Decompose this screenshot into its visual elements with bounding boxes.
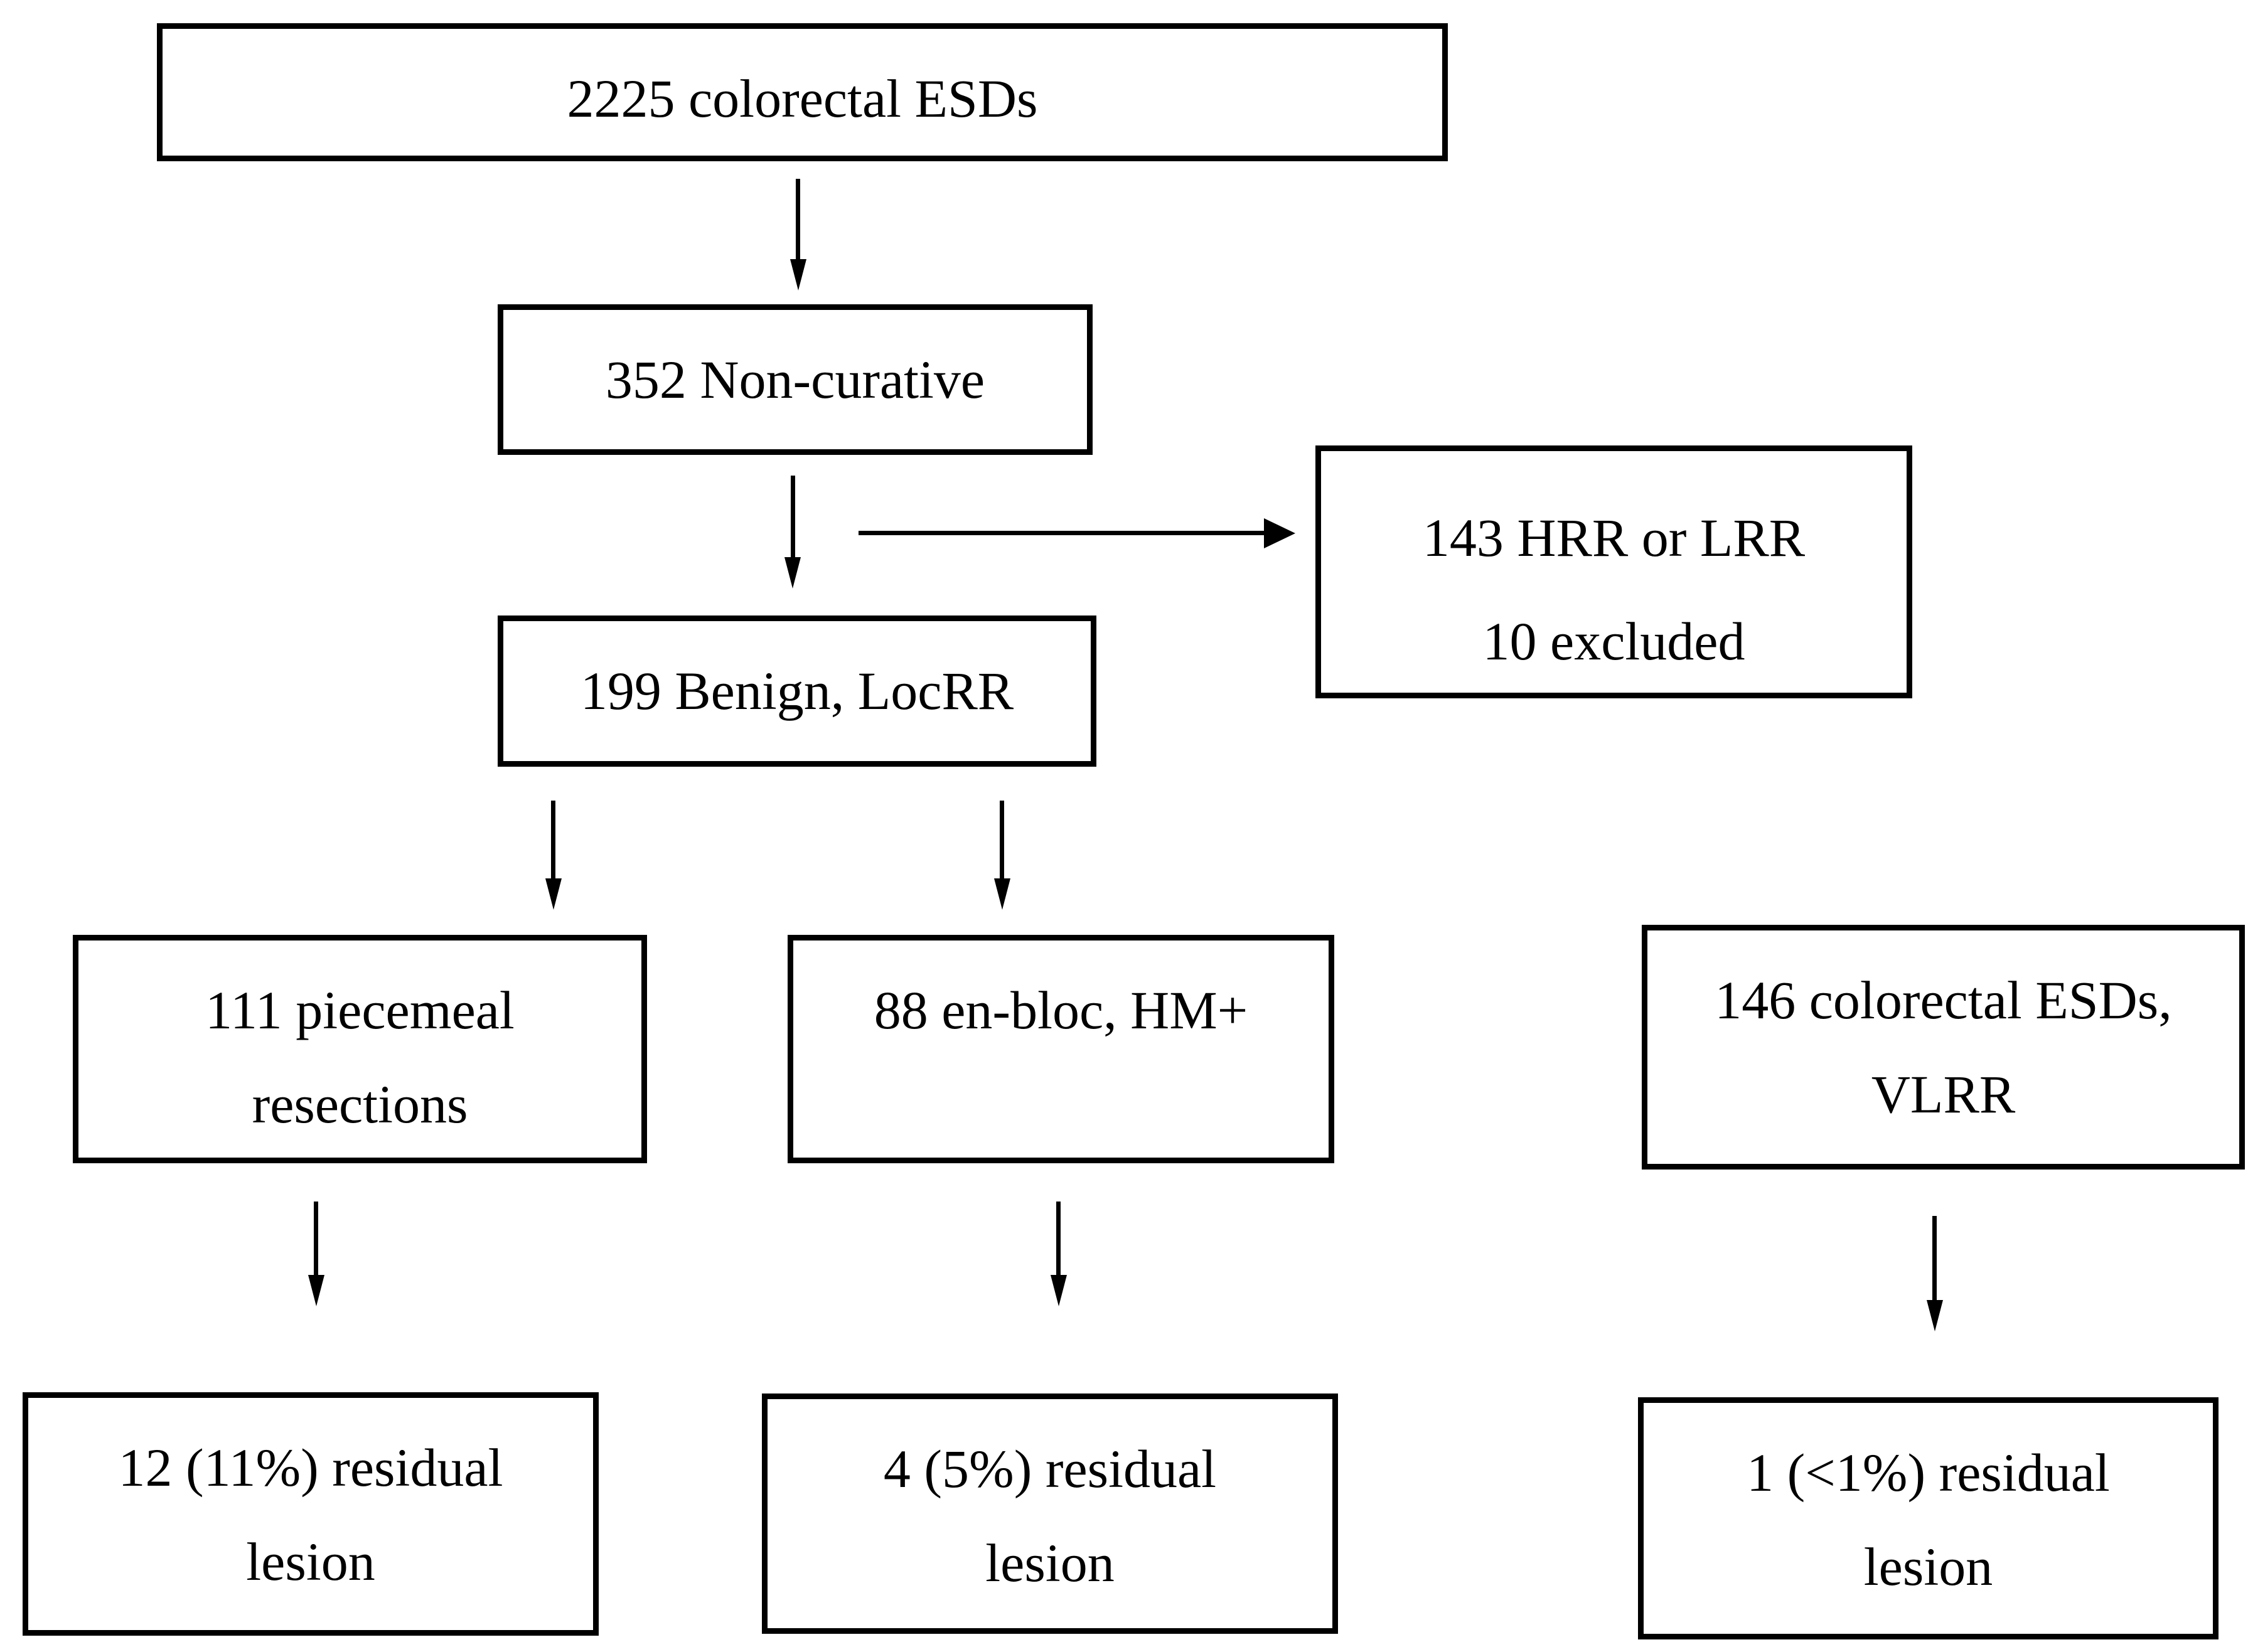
box-piecemeal-residual: 12 (11%) residual lesion xyxy=(23,1392,599,1636)
box-hrr-lrr-excluded-line1: 143 HRR or LRR xyxy=(1422,508,1806,568)
arrow-enbloc-to-residual-head xyxy=(1051,1275,1067,1306)
box-piecemeal-line2: resections xyxy=(252,1074,468,1134)
arrow-noncurative-to-benign-head xyxy=(784,557,801,589)
box-enbloc-residual: 4 (5%) residual lesion xyxy=(762,1394,1338,1634)
box-hrr-lrr-excluded-line2: 10 excluded xyxy=(1482,611,1745,671)
box-vlrr-residual: 1 (<1%) residual lesion xyxy=(1638,1397,2219,1639)
arrow-benign-to-piecemeal-shaft xyxy=(551,801,555,880)
arrow-total-to-noncurative-head xyxy=(790,259,806,290)
arrow-noncurative-to-hrr-shaft xyxy=(859,531,1265,535)
box-total-esds: 2225 colorectal ESDs xyxy=(157,23,1448,161)
arrow-piecemeal-to-residual-head xyxy=(308,1275,324,1306)
box-vlrr-line1: 146 colorectal ESDs, xyxy=(1715,970,2172,1030)
box-benign-locrr-label: 199 Benign, LocRR xyxy=(580,661,1014,721)
box-piecemeal: 111 piecemeal resections xyxy=(73,935,647,1163)
arrow-benign-to-enbloc-head xyxy=(994,878,1010,910)
box-vlrr-line2: VLRR xyxy=(1871,1064,2016,1124)
box-enbloc-residual-line1: 4 (5%) residual xyxy=(883,1439,1217,1499)
arrow-benign-to-piecemeal-head xyxy=(545,878,562,910)
box-hrr-lrr-excluded: 143 HRR or LRR 10 excluded xyxy=(1315,445,1912,698)
box-piecemeal-residual-line2: lesion xyxy=(246,1532,375,1592)
arrow-noncurative-to-hrr-head xyxy=(1264,518,1295,548)
box-total-esds-label: 2225 colorectal ESDs xyxy=(567,68,1038,129)
box-enbloc-residual-line2: lesion xyxy=(985,1533,1115,1593)
box-vlrr-residual-line1: 1 (<1%) residual xyxy=(1747,1442,2110,1503)
box-benign-locrr: 199 Benign, LocRR xyxy=(498,616,1096,767)
box-enbloc: 88 en-bloc, HM+ xyxy=(788,935,1334,1163)
box-noncurative: 352 Non-curative xyxy=(498,304,1093,455)
arrow-total-to-noncurative-shaft xyxy=(796,179,800,260)
box-piecemeal-residual-line1: 12 (11%) residual xyxy=(118,1437,503,1498)
box-noncurative-label: 352 Non-curative xyxy=(605,349,985,410)
box-vlrr: 146 colorectal ESDs, VLRR xyxy=(1642,925,2245,1170)
arrow-benign-to-enbloc-shaft xyxy=(1000,801,1004,880)
arrow-enbloc-to-residual-shaft xyxy=(1056,1202,1061,1276)
box-enbloc-label: 88 en-bloc, HM+ xyxy=(874,980,1248,1040)
arrow-piecemeal-to-residual-shaft xyxy=(314,1202,318,1276)
arrow-vlrr-to-residual-head xyxy=(1927,1300,1943,1331)
arrow-vlrr-to-residual-shaft xyxy=(1932,1216,1937,1301)
arrow-noncurative-to-benign-shaft xyxy=(791,476,795,558)
box-vlrr-residual-line2: lesion xyxy=(1863,1537,1993,1597)
box-piecemeal-line1: 111 piecemeal xyxy=(205,980,515,1040)
